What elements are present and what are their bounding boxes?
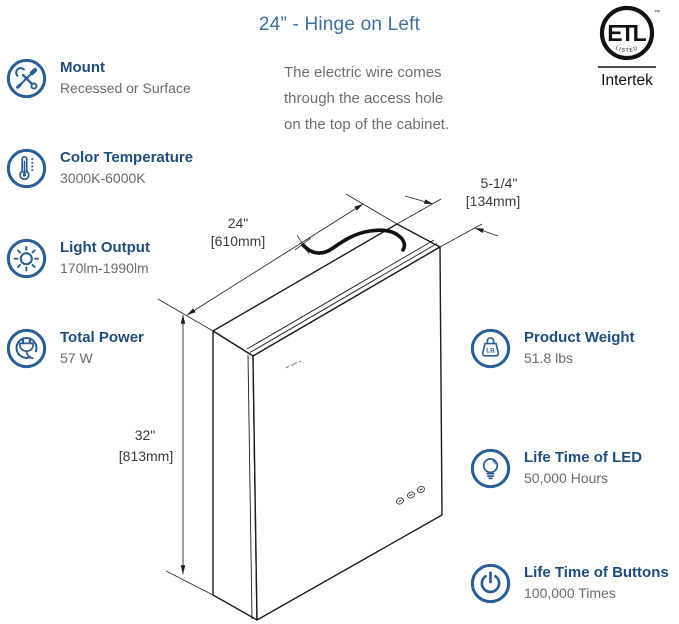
color-temperature-icon: [6, 148, 47, 189]
mount-icon: [6, 58, 47, 99]
svg-text:5-1/4": 5-1/4": [481, 175, 518, 191]
cabinet-mirror-door: [252, 246, 443, 621]
cabinet-body: [212, 223, 443, 621]
light-output-icon: [6, 238, 47, 279]
width-dimension: 24" [610mm]: [157, 193, 398, 332]
svg-text:24": 24": [228, 215, 249, 231]
svg-text:LISTED: LISTED: [614, 45, 639, 54]
svg-text:[813mm]: [813mm]: [119, 448, 173, 464]
svg-text:[134mm]: [134mm]: [466, 193, 520, 209]
feature-light-output: Light Output 170lm-1990lm: [6, 238, 150, 279]
depth-dimension: 5-1/4" [134mm]: [396, 175, 520, 248]
wire-note-line: through the access hole: [284, 90, 444, 107]
feature-value: 100,000 Times: [524, 585, 616, 601]
feature-mount: Mount Recessed or Surface: [6, 58, 191, 99]
feature-label: Mount: [60, 59, 105, 76]
total-power-icon: [6, 328, 47, 369]
feature-value: 57 W: [60, 350, 93, 366]
feature-led-lifetime: Life Time of LED 50,000 Hours: [470, 448, 642, 489]
product-weight-icon: LB: [470, 328, 511, 369]
feature-label: Life Time of LED: [524, 449, 643, 466]
feature-color-temperature: Color Temperature 3000K-6000K: [6, 148, 193, 189]
etl-certification: ETL LISTED ™ Intertek: [597, 5, 661, 98]
buttons-lifetime-icon: [470, 563, 511, 604]
lb-badge: LB: [486, 347, 495, 354]
wire-note-line: The electric wire comes: [284, 64, 442, 81]
cabinet-diagram: 24" [610mm] 5-1/4" [134mm] 32" [813mm]: [119, 175, 520, 621]
wire-note: The electric wire comes through the acce…: [284, 60, 449, 138]
feature-product-weight: LB Product Weight 51.8 lbs: [470, 328, 635, 369]
intertek-label: Intertek: [601, 72, 653, 89]
feature-value: 50,000 Hours: [524, 470, 609, 486]
feature-label: Color Temperature: [60, 149, 194, 166]
feature-value: 51.8 lbs: [524, 350, 574, 366]
feature-label: Light Output: [60, 239, 150, 256]
feature-label: Total Power: [60, 329, 144, 346]
feature-value: Recessed or Surface: [60, 80, 191, 96]
cabinet-left-face: [212, 330, 258, 621]
wire-note-line: on the top of the cabinet.: [284, 116, 450, 133]
feature-label: Product Weight: [524, 329, 635, 346]
svg-text:32": 32": [135, 427, 156, 443]
etl-listed-icon: ETL LISTED ™ Intertek: [598, 5, 660, 89]
mirror-touch-buttons: [396, 486, 425, 505]
mirror-brand-mark: [285, 360, 302, 369]
svg-text:ETL: ETL: [607, 20, 646, 46]
feature-total-power: Total Power 57 W: [6, 328, 144, 369]
feature-value: 170lm-1990lm: [60, 260, 149, 276]
page-title: 24” - Hinge on Left: [258, 14, 421, 35]
feature-value: 3000K-6000K: [60, 170, 146, 186]
feature-buttons-lifetime: Life Time of Buttons 100,000 Times: [470, 563, 669, 604]
led-lifetime-icon: [470, 448, 511, 489]
feature-label: Life Time of Buttons: [524, 564, 669, 581]
left-face-seam: [247, 354, 253, 620]
trademark-mark: ™: [654, 9, 660, 16]
height-dimension: 32" [813mm]: [119, 314, 214, 596]
svg-text:[610mm]: [610mm]: [211, 233, 265, 249]
